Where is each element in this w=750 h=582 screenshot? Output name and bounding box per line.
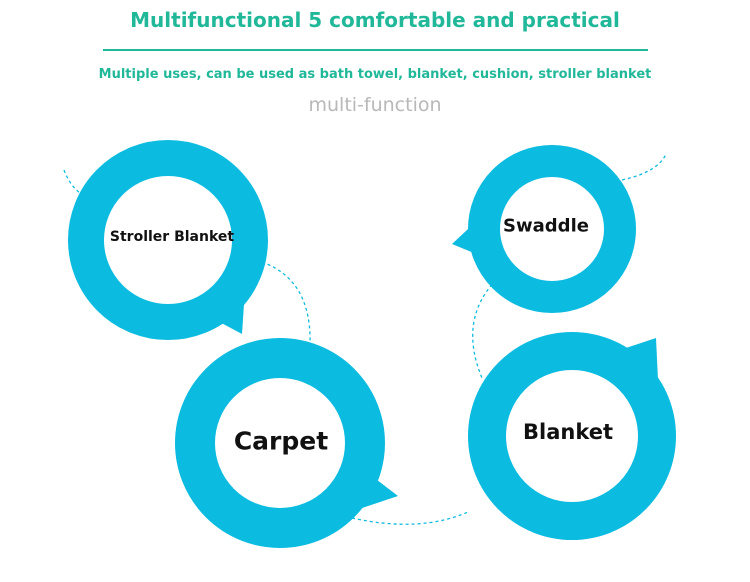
connector-carpet-blanket	[351, 511, 469, 525]
page-subtitle: Multiple uses, can be used as bath towel…	[98, 67, 652, 82]
connector-swaddle-blanket	[472, 279, 497, 379]
page-title: Multifunctional 5 comfortable and practi…	[130, 8, 620, 32]
title-underline	[103, 49, 648, 51]
connector-right-top	[621, 153, 667, 181]
section-caption: multi-function	[308, 94, 442, 116]
swaddle-label: Swaddle	[503, 215, 589, 237]
blanket-bubble	[468, 332, 676, 540]
swaddle-bubble	[452, 145, 636, 313]
stroller-blanket-label: Stroller Blanket	[109, 229, 235, 245]
carpet-bubble	[175, 338, 398, 548]
blanket-label: Blanket	[522, 420, 614, 444]
connector-stroller-carpet	[261, 261, 311, 346]
carpet-label: Carpet	[233, 426, 329, 456]
stroller-blanket-bubble	[68, 140, 268, 340]
